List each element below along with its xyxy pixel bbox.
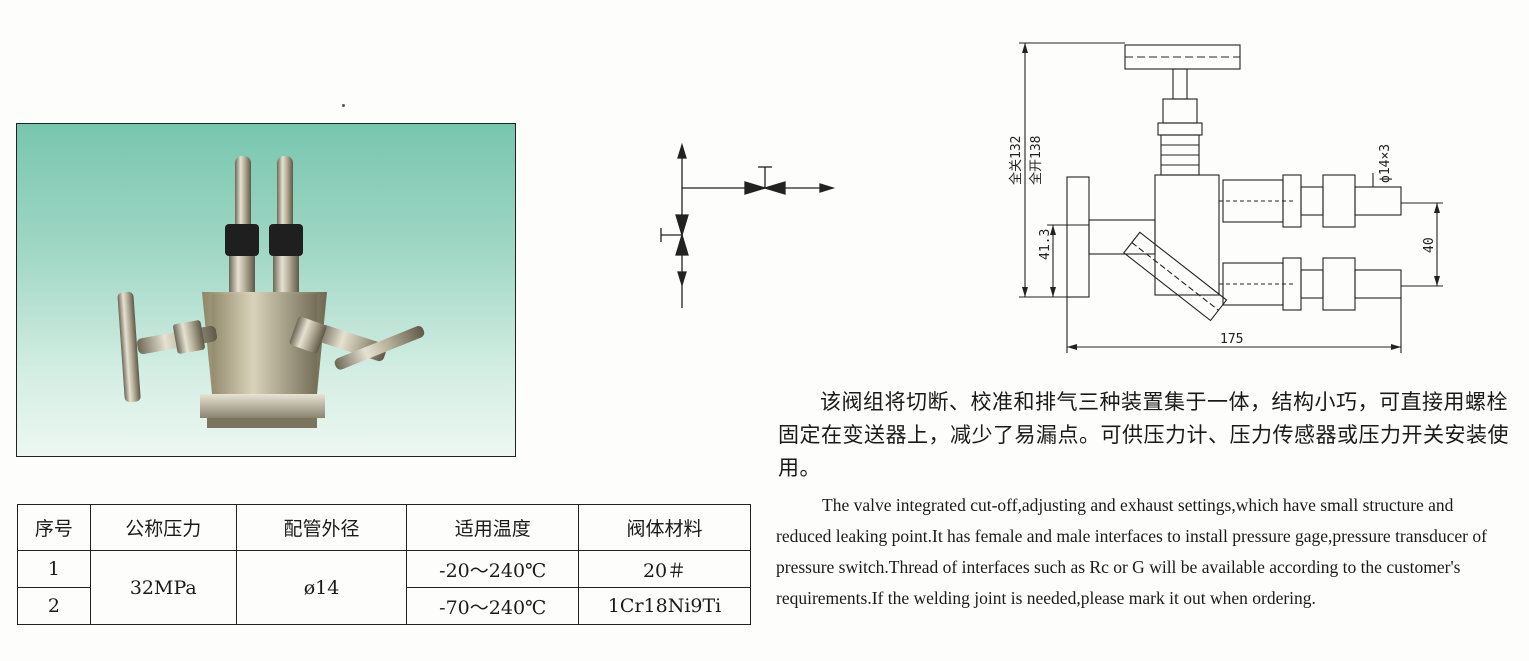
table-header-row: 序号 公称压力 配管外径 适用温度 阀体材料	[17, 504, 751, 551]
description-chinese: 该阀组将切断、校准和排气三种装置集于一体，结构小巧，可直接用螺栓固定在变送器上，…	[778, 390, 1509, 480]
valve-manifold-image	[117, 156, 425, 428]
description-english: The valve integrated cut-off,adjusting a…	[776, 495, 1487, 608]
cell-temperature: -20～240℃	[406, 550, 580, 588]
dim-pipe-label: ϕ14×3	[1378, 144, 1393, 183]
table-row: 2 -70～240℃ 1Cr18Ni9Ti	[17, 587, 751, 625]
cell-diameter: ø14	[235, 550, 408, 625]
header-nominal-pressure: 公称压力	[89, 504, 237, 551]
header-temperature: 适用温度	[406, 504, 580, 551]
cell-material: 1Cr18Ni9Ti	[578, 587, 751, 625]
header-serial-no: 序号	[17, 504, 91, 551]
header-pipe-diameter: 配管外径	[235, 504, 408, 551]
spec-table: 序号 公称压力 配管外径 适用温度 阀体材料 1 32MPa ø14 -20～2…	[17, 504, 751, 625]
table-row: 1 32MPa ø14 -20～240℃ 20＃	[17, 550, 751, 625]
cell-material: 20＃	[578, 550, 751, 588]
cell-temperature: -70～240℃	[406, 587, 580, 625]
dim-open-label: 全开138	[1028, 136, 1044, 185]
dim-175-label: 175	[1220, 332, 1243, 347]
cell-pressure: 32MPa	[89, 550, 237, 625]
cell-serial-no: 2	[17, 587, 91, 625]
dimension-drawing: 全关132 全开138 41.3 ϕ14×3 40 175	[1008, 42, 1443, 353]
product-photo	[16, 123, 516, 457]
dim-41-label: 41.3	[1038, 229, 1053, 260]
dim-closed-label: 全关132	[1008, 136, 1024, 185]
speck	[342, 104, 345, 107]
dim-40-label: 40	[1422, 237, 1437, 253]
cell-serial-no: 1	[17, 550, 91, 588]
header-body-material: 阀体材料	[578, 504, 751, 551]
valve-schematic-symbol	[660, 142, 836, 308]
